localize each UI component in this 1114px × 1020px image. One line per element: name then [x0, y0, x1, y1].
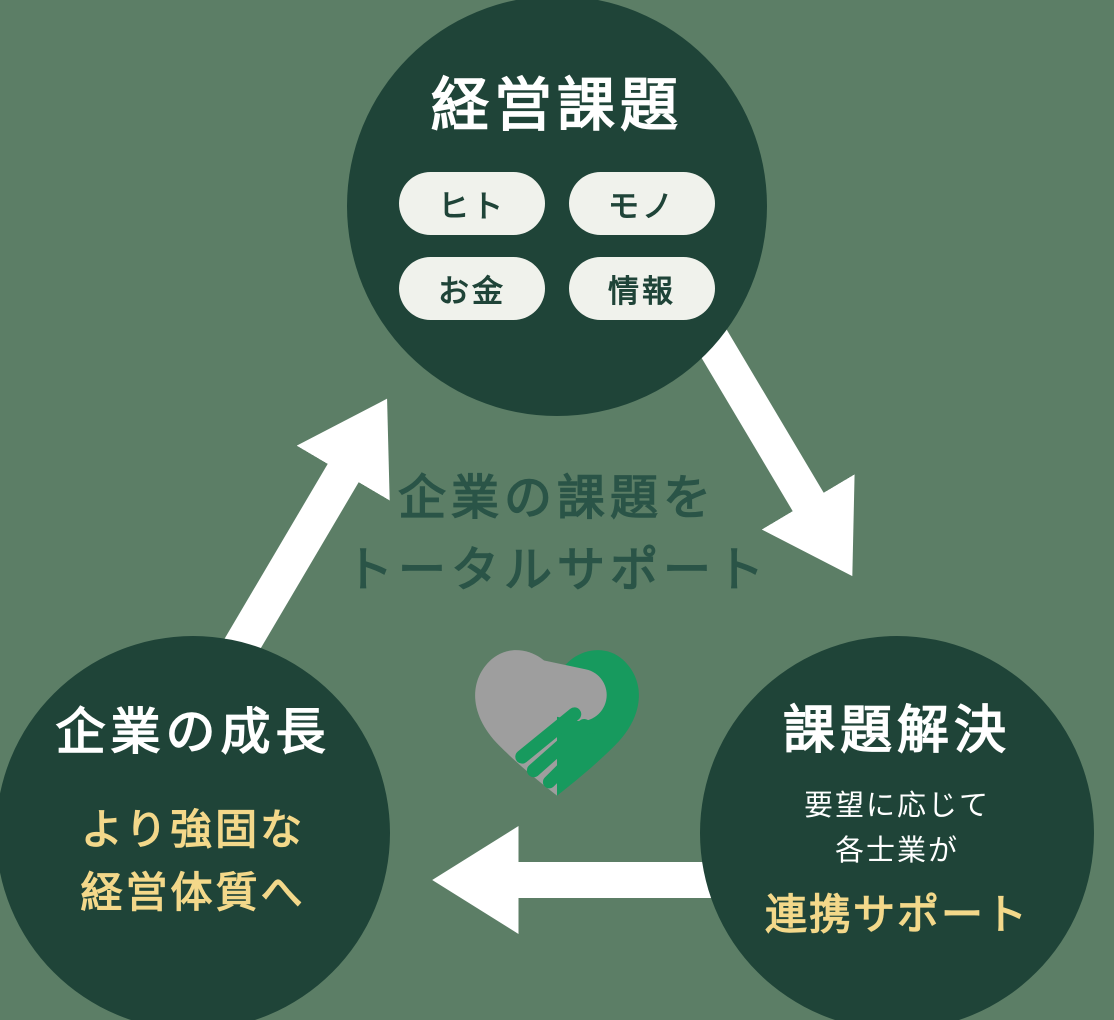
problem-solving-subtitle: 要望に応じて 各士業が: [804, 783, 990, 873]
handshake-heart-icon: [475, 650, 639, 796]
circle-problem-solving: 課題解決 要望に応じて 各士業が 連携サポート: [700, 636, 1094, 1020]
gray-hand-band: [487, 654, 607, 722]
center-caption-line2: トータルサポート: [344, 542, 769, 598]
green-fingers: [515, 707, 599, 789]
arrow-left-to-top: [224, 398, 390, 658]
pill-joho: 情報: [569, 257, 715, 320]
corporate-growth-subtitle-line2: 経営体質へ: [80, 868, 306, 917]
issue-pill-grid: ヒト モノ お金 情報: [399, 172, 715, 320]
circle-management-issues: 経営課題 ヒト モノ お金 情報: [347, 0, 767, 416]
corporate-growth-subtitle: より強固な 経営体質へ: [80, 798, 305, 924]
pill-mono: モノ: [569, 172, 715, 235]
circle-problem-solving-title: 課題解決: [782, 700, 1011, 761]
circle-corporate-growth: 企業の成長 より強固な 経営体質へ: [0, 636, 390, 1020]
problem-solving-highlight: 連携サポート: [764, 889, 1029, 939]
circle-corporate-growth-title: 企業の成長: [55, 702, 331, 761]
corporate-growth-subtitle-line1: より強固な: [80, 805, 306, 854]
pill-okane: お金: [399, 257, 545, 320]
pill-hito: ヒト: [399, 172, 545, 235]
arrow-top-to-right: [684, 310, 855, 577]
problem-solving-subtitle-line2: 各士業が: [834, 832, 959, 867]
center-caption-line1: 企業の課題を: [397, 470, 716, 526]
problem-solving-subtitle-line1: 要望に応じて: [803, 788, 990, 822]
center-caption: 企業の課題を トータルサポート: [157, 462, 957, 606]
circle-management-issues-title: 経営課題: [430, 71, 683, 139]
